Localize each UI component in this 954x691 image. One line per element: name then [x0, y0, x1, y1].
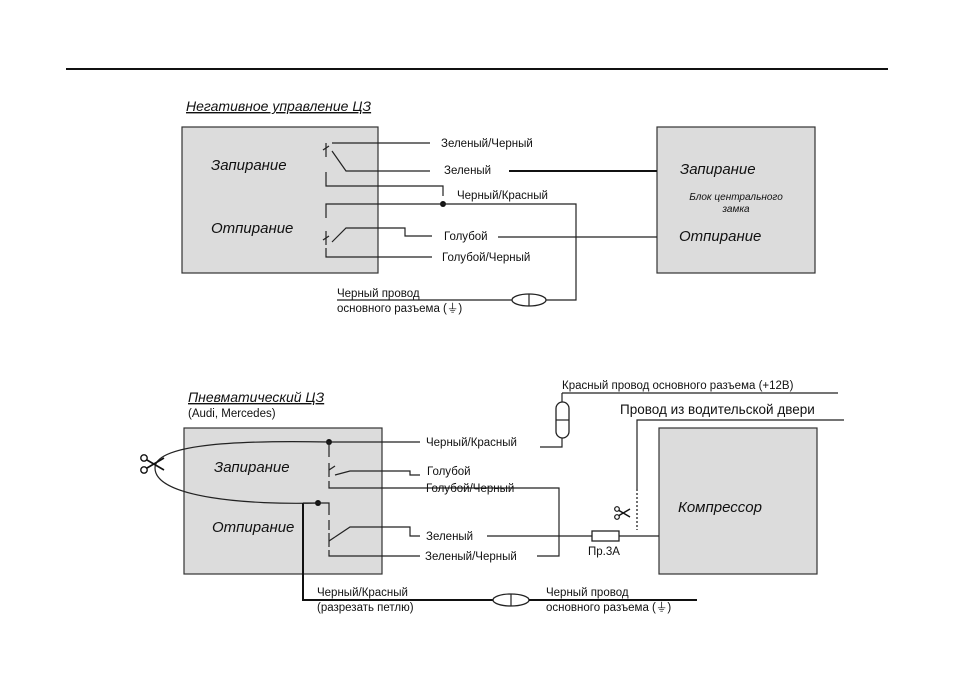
central-lock-box [656, 126, 816, 274]
driver-door-wire [636, 419, 844, 489]
alarm-unlock-label-2: Отпирание [212, 519, 294, 536]
red-wire-label: Красный провод основного разъема (+12В) [562, 380, 794, 392]
alarm-lock-label: Запирание [211, 157, 287, 174]
diagram2-subtitle: (Audi, Mercedes) [188, 408, 276, 420]
central-lock-lock-label: Запирание [680, 161, 756, 178]
wire-black-red [325, 203, 577, 301]
ground2-label-1: Черный провод [546, 587, 629, 599]
wire2-black-red-label: Черный/Красный [426, 437, 517, 449]
diagram-pneumatic: Пневматический ЦЗ (Audi, Mercedes) Запир… [140, 380, 844, 614]
central-lock-unlock-label: Отпирание [679, 228, 761, 245]
wire2-black-red-ground [302, 503, 493, 601]
wire-black-red-label: Черный/Красный [457, 190, 548, 202]
wire2-blue-label: Голубой [427, 466, 471, 478]
ground2-label-2: основного разъема (⏚) [546, 601, 671, 614]
unlock-relay-2 [328, 520, 420, 557]
central-lock-caption-2: замка [721, 204, 750, 215]
alarm-unlock-label: Отпирание [211, 220, 293, 237]
alarm-unit-box-2 [183, 427, 383, 575]
compressor-box [658, 427, 818, 575]
scissors-icon [140, 454, 165, 474]
wire2-green-label: Зеленый [426, 531, 473, 543]
alarm-lock-label-2: Запирание [214, 459, 290, 476]
wire2-green-black-label: Зеленый/Черный [425, 551, 517, 563]
lock-relay [322, 142, 444, 196]
wire-green-label: Зеленый [444, 165, 491, 177]
fuse-icon [591, 530, 620, 542]
scissors-icon [614, 506, 631, 520]
wire-green-black-label: Зеленый/Черный [441, 138, 533, 150]
cut-loop-wire [154, 440, 330, 504]
wire2-blue-black-label: Голубой/Черный [426, 483, 514, 495]
wire-blue-black-label: Голубой/Черный [442, 252, 530, 264]
compressor-label: Компрессор [678, 499, 762, 516]
alarm-unit-box [181, 126, 379, 274]
unlock-relay [322, 227, 432, 258]
cut-label-1: Черный/Красный [317, 587, 408, 599]
lock-relay-2 [328, 463, 530, 489]
diagram-negative-control: Негативное управление ЦЗ Запирание Отпир… [181, 98, 816, 315]
diagram1-title: Негативное управление ЦЗ [186, 98, 371, 114]
central-lock-caption-1: Блок центрального [689, 192, 783, 203]
fuse-label: Пр.3А [588, 546, 620, 558]
cut-label-2: (разрезать петлю) [317, 602, 414, 614]
driver-door-wire-label: Провод из водительской двери [620, 402, 815, 417]
diagram2-title: Пневматический ЦЗ [188, 389, 325, 405]
ground-label-2: основного разъема (⏚) [337, 302, 462, 315]
wire-blue-label: Голубой [444, 231, 488, 243]
ground-label-1: Черный провод [337, 288, 420, 300]
